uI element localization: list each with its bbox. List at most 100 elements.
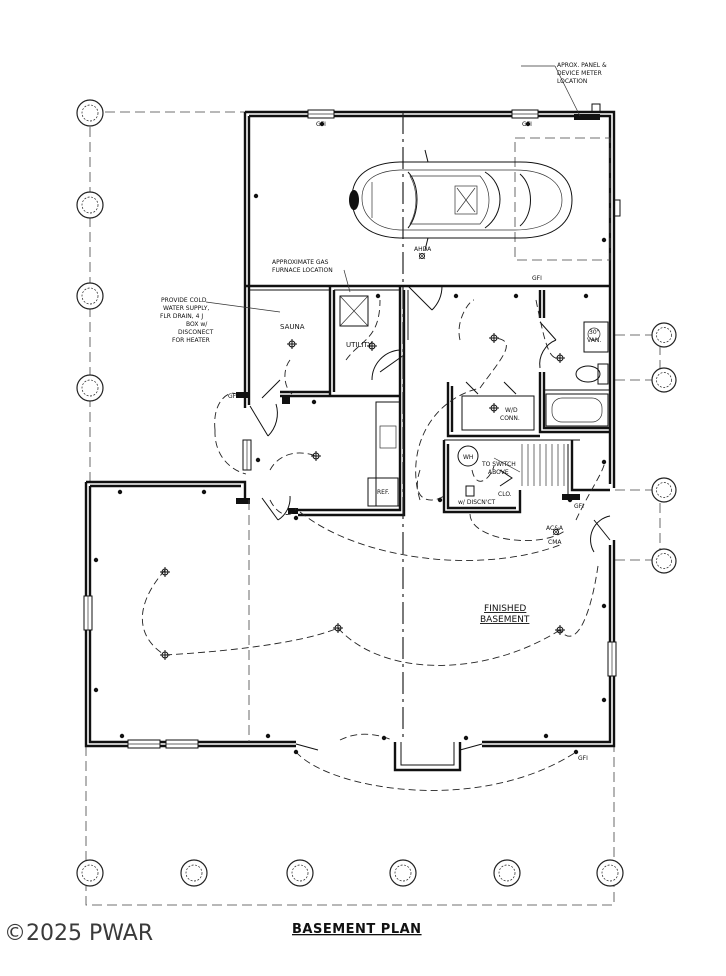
receptacle-icon — [119, 733, 125, 739]
smoke-detector-icon — [418, 252, 426, 260]
panel-note: APROX. PANEL & DEVICE METER LOCATION — [557, 62, 607, 85]
note-sauna-line5: DISCONECT — [178, 329, 214, 336]
pier-footing — [493, 859, 521, 887]
pier-footing — [76, 282, 104, 310]
pier-footing — [651, 548, 677, 574]
pier-footing — [286, 859, 314, 887]
sauna-note: PROVIDE COLD WATER SUPPLY, FLR DRAIN, 4 … — [160, 297, 214, 344]
leader-lines — [205, 65, 581, 473]
electric-panel-box — [591, 103, 601, 113]
pier-footing — [76, 191, 104, 219]
receptacle-icon — [601, 237, 607, 243]
receptacle-icon — [601, 697, 607, 703]
light-fixture-icon — [287, 339, 297, 349]
toilet-icon — [575, 363, 609, 385]
room-label-finished-line2: BASEMENT — [480, 615, 530, 625]
vanity-box — [583, 321, 609, 353]
pier-footing — [389, 859, 417, 887]
fixtures — [339, 103, 621, 507]
light-fixture-icon — [555, 353, 565, 363]
label-gfi: GFI — [532, 275, 542, 282]
room-label-clo: CLO. — [498, 491, 512, 498]
note-sauna-line2: WATER SUPPLY, — [163, 305, 209, 312]
room-label-wd-line2: CONN. — [500, 415, 520, 422]
disconnect-box — [465, 485, 475, 497]
room-label-wd-line1: W/D — [505, 407, 518, 414]
pier-footing — [651, 367, 677, 393]
wiring-runs — [141, 299, 606, 791]
water-heater-icon — [457, 445, 479, 467]
light-fixture-icon — [489, 403, 499, 413]
copyright-watermark: ©2025 PWAR — [4, 921, 153, 946]
note-sauna-line6: FOR HEATER — [172, 337, 210, 344]
receptacle-icon — [93, 687, 99, 693]
receptacle-icon — [437, 497, 443, 503]
sink-icon — [379, 425, 397, 449]
pier-footing — [76, 99, 104, 127]
label-gfi: GFI — [316, 121, 326, 128]
receptacle-icon — [525, 121, 531, 127]
interior-walls — [245, 284, 610, 517]
note-switch-line2: ABOVE — [488, 469, 509, 476]
receptacle-icon — [453, 293, 459, 299]
pier-footing — [651, 477, 677, 503]
wall-chases — [236, 392, 580, 514]
bathtub-icon — [545, 393, 609, 427]
room-label-utility: UTILITY — [346, 341, 373, 349]
electric-meter-box — [574, 114, 600, 120]
receptacle-icon — [253, 193, 259, 199]
exterior-walls — [84, 110, 616, 772]
label-ahda: AHDA — [414, 246, 432, 253]
pier-footing — [596, 859, 624, 887]
drawing-title: BASEMENT PLAN — [292, 922, 422, 937]
receptacle-icon — [319, 121, 325, 127]
light-fixture-icon — [333, 623, 343, 633]
room-label-ref: REF. — [377, 489, 389, 496]
receptacle-icon — [583, 293, 589, 299]
receptacle-icon — [567, 497, 573, 503]
receptacle-icon — [93, 557, 99, 563]
receptacle-icon — [255, 457, 261, 463]
garage-door-outline — [514, 137, 611, 261]
refrigerator-box — [367, 477, 399, 507]
receptacle-icon — [543, 733, 549, 739]
furnace-note: APPROXIMATE GAS FURNACE LOCATION — [272, 259, 333, 274]
light-fixture-icon — [555, 625, 565, 635]
pier-footing — [76, 374, 104, 402]
receptacle-icon — [201, 489, 207, 495]
receptacle-icon — [293, 515, 299, 521]
receptacle-icon — [601, 603, 607, 609]
receptacle-icon — [381, 735, 387, 741]
label-vanity: VAN. — [587, 337, 601, 344]
label-acga-line2: CMA — [548, 539, 562, 546]
label-gfi: GFI — [574, 503, 584, 510]
light-fixture-icon — [311, 451, 321, 461]
receptacle-icon — [573, 749, 579, 755]
label-disconnect: w/ DISCN'CT — [458, 499, 496, 506]
receptacle-icon — [117, 489, 123, 495]
car-icon — [349, 149, 573, 251]
room-label-finished-line1: FINISHED — [484, 604, 526, 614]
light-fixture-icon — [489, 333, 499, 343]
pier-footing — [651, 322, 677, 348]
stairs — [499, 444, 565, 487]
note-furnace-line2: FURNACE LOCATION — [272, 267, 333, 274]
note-switch-line1: TO SWITCH — [481, 461, 516, 468]
note-panel-line1: APROX. PANEL & — [557, 62, 607, 69]
label-gfi: GFI — [578, 755, 588, 762]
washer-dryer-box — [461, 395, 535, 431]
label-gfi: GFI — [228, 393, 238, 400]
note-panel-line2: DEVICE METER — [557, 70, 602, 77]
label-acga-line1: AC&A — [546, 525, 564, 532]
note-sauna-line4: BOX w/ — [186, 321, 208, 328]
label-gfi: GFI — [522, 121, 532, 128]
receptacle-icon — [293, 749, 299, 755]
note-sauna-line3: FLR DRAIN, 4 J — [160, 313, 203, 320]
note-panel-line3: LOCATION — [557, 78, 587, 85]
doors — [249, 285, 611, 751]
label-water-heater: WH — [463, 454, 473, 461]
label-vanity-size: 30" — [589, 329, 600, 336]
pier-footings — [76, 99, 677, 887]
smoke-detector-icon — [552, 528, 560, 536]
